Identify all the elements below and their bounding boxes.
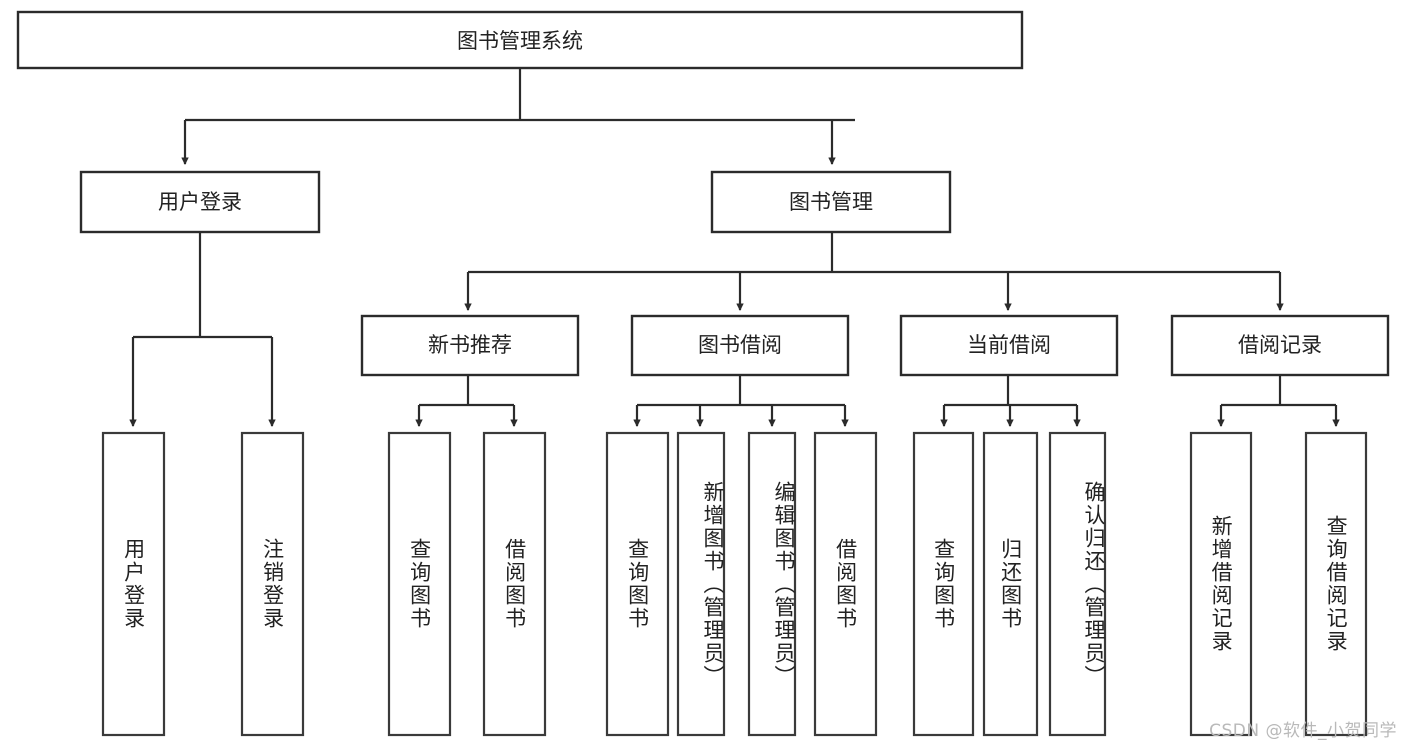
leaf-box-borrow-4[interactable] xyxy=(813,431,878,737)
leaf-box-layer xyxy=(101,431,1368,737)
leaf-box-record-1[interactable] xyxy=(1189,431,1253,737)
node-borrow-record[interactable]: 借阅记录 xyxy=(1170,314,1390,377)
node-current-borrow-label: 当前借阅 xyxy=(967,333,1051,357)
node-current-borrow-box[interactable] xyxy=(899,314,1119,377)
node-book-borrow[interactable]: 图书借阅 xyxy=(630,314,850,377)
leaf-box-current-1[interactable] xyxy=(912,431,975,737)
leaf-box-record-2[interactable] xyxy=(1304,431,1368,737)
leaf-box-current-3[interactable] xyxy=(1048,431,1107,737)
node-borrow-record-box[interactable] xyxy=(1170,314,1390,377)
node-root-box[interactable] xyxy=(16,10,1024,70)
leaf-box-current-2[interactable] xyxy=(982,431,1039,737)
node-root-label: 图书管理系统 xyxy=(457,29,583,53)
node-new-book-recommend-box[interactable] xyxy=(360,314,580,377)
node-user-login-box[interactable] xyxy=(79,170,321,234)
node-user-login-label: 用户登录 xyxy=(158,190,242,214)
leaf-box-borrow-1[interactable] xyxy=(605,431,670,737)
leaf-box-user-login-1[interactable] xyxy=(101,431,166,737)
csdn-watermark: CSDN @软件_小贺同学 xyxy=(1209,721,1397,741)
node-new-book-recommend-label: 新书推荐 xyxy=(428,333,512,357)
node-book-manage-box[interactable] xyxy=(710,170,952,234)
node-root[interactable]: 图书管理系统 xyxy=(16,10,1024,70)
node-borrow-record-label: 借阅记录 xyxy=(1238,333,1322,357)
node-new-book-recommend[interactable]: 新书推荐 xyxy=(360,314,580,377)
node-user-login[interactable]: 用户登录 xyxy=(79,170,321,234)
leaf-box-newbook-1[interactable] xyxy=(387,431,452,737)
node-book-borrow-box[interactable] xyxy=(630,314,850,377)
leaf-box-borrow-2[interactable] xyxy=(676,431,726,737)
leaf-box-user-login-2[interactable] xyxy=(240,431,305,737)
node-book-borrow-label: 图书借阅 xyxy=(698,333,782,357)
node-book-manage-label: 图书管理 xyxy=(789,190,873,214)
node-current-borrow[interactable]: 当前借阅 xyxy=(899,314,1119,377)
leaf-box-borrow-3[interactable] xyxy=(747,431,797,737)
leaf-box-newbook-2[interactable] xyxy=(482,431,547,737)
edge-layer xyxy=(129,68,1340,427)
node-book-manage[interactable]: 图书管理 xyxy=(710,170,952,234)
